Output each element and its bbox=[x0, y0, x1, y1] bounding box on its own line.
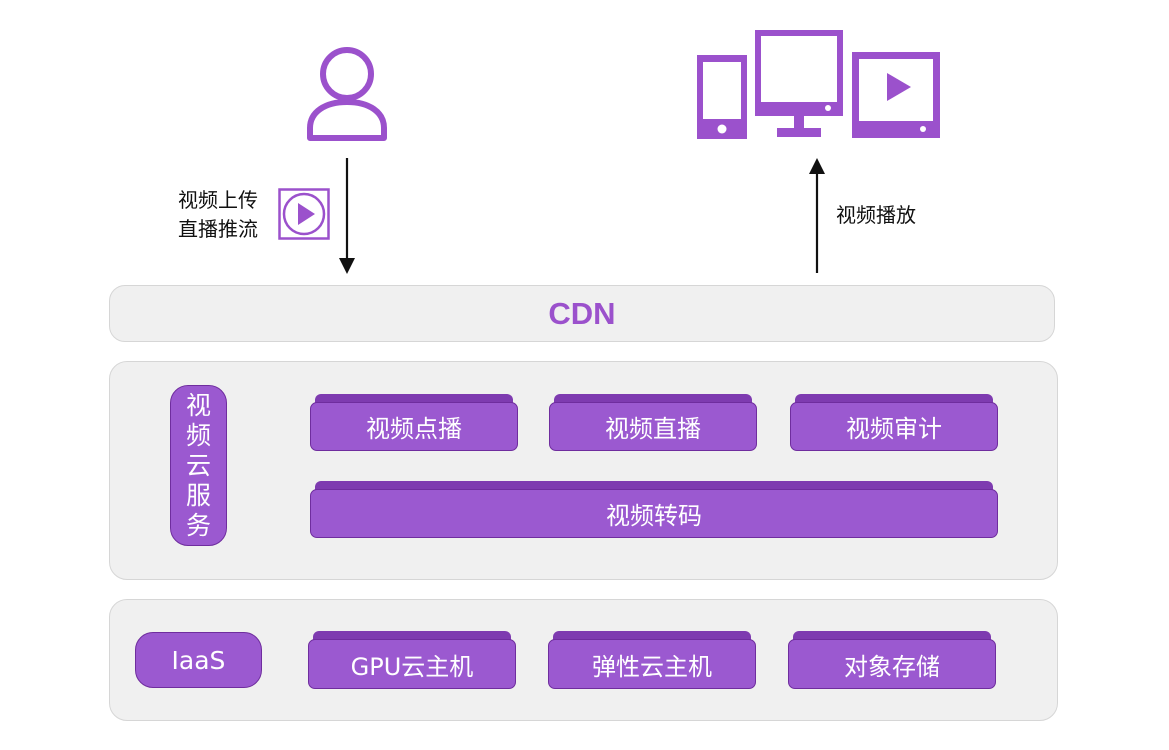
cdn-label: CDN bbox=[548, 295, 616, 331]
cloud-services-label: 视频云服务 bbox=[170, 385, 227, 546]
module-gpu: GPU云主机 bbox=[308, 631, 516, 689]
module-storage: 对象存储 bbox=[788, 631, 996, 689]
upload-label-line1: 视频上传 bbox=[178, 188, 258, 212]
module-audit: 视频审计 bbox=[790, 394, 998, 451]
upload-label-line2: 直播推流 bbox=[178, 217, 258, 241]
play-label: 视频播放 bbox=[836, 203, 916, 227]
module-live-label: 视频直播 bbox=[549, 402, 757, 451]
module-vod: 视频点播 bbox=[310, 394, 518, 451]
play-arrow bbox=[809, 158, 825, 273]
upload-label: 视频上传 直播推流 bbox=[178, 186, 258, 244]
cdn-bar: CDN bbox=[109, 285, 1055, 342]
module-elastic-label: 弹性云主机 bbox=[548, 639, 756, 689]
monitor-icon bbox=[755, 30, 843, 137]
module-gpu-label: GPU云主机 bbox=[308, 639, 516, 689]
module-audit-label: 视频审计 bbox=[790, 402, 998, 451]
user-icon bbox=[307, 47, 387, 141]
module-elastic: 弹性云主机 bbox=[548, 631, 756, 689]
module-storage-label: 对象存储 bbox=[788, 639, 996, 689]
phone-icon bbox=[697, 55, 747, 139]
play-box-icon bbox=[278, 188, 330, 240]
upload-arrow bbox=[339, 158, 355, 274]
tablet-play-icon bbox=[852, 52, 940, 138]
iaas-label: IaaS bbox=[135, 632, 262, 688]
module-transcode: 视频转码 bbox=[310, 481, 998, 538]
module-transcode-label: 视频转码 bbox=[310, 489, 998, 538]
cloud-services-label-text: 视频云服务 bbox=[185, 390, 211, 540]
module-vod-label: 视频点播 bbox=[310, 402, 518, 451]
module-live: 视频直播 bbox=[549, 394, 757, 451]
